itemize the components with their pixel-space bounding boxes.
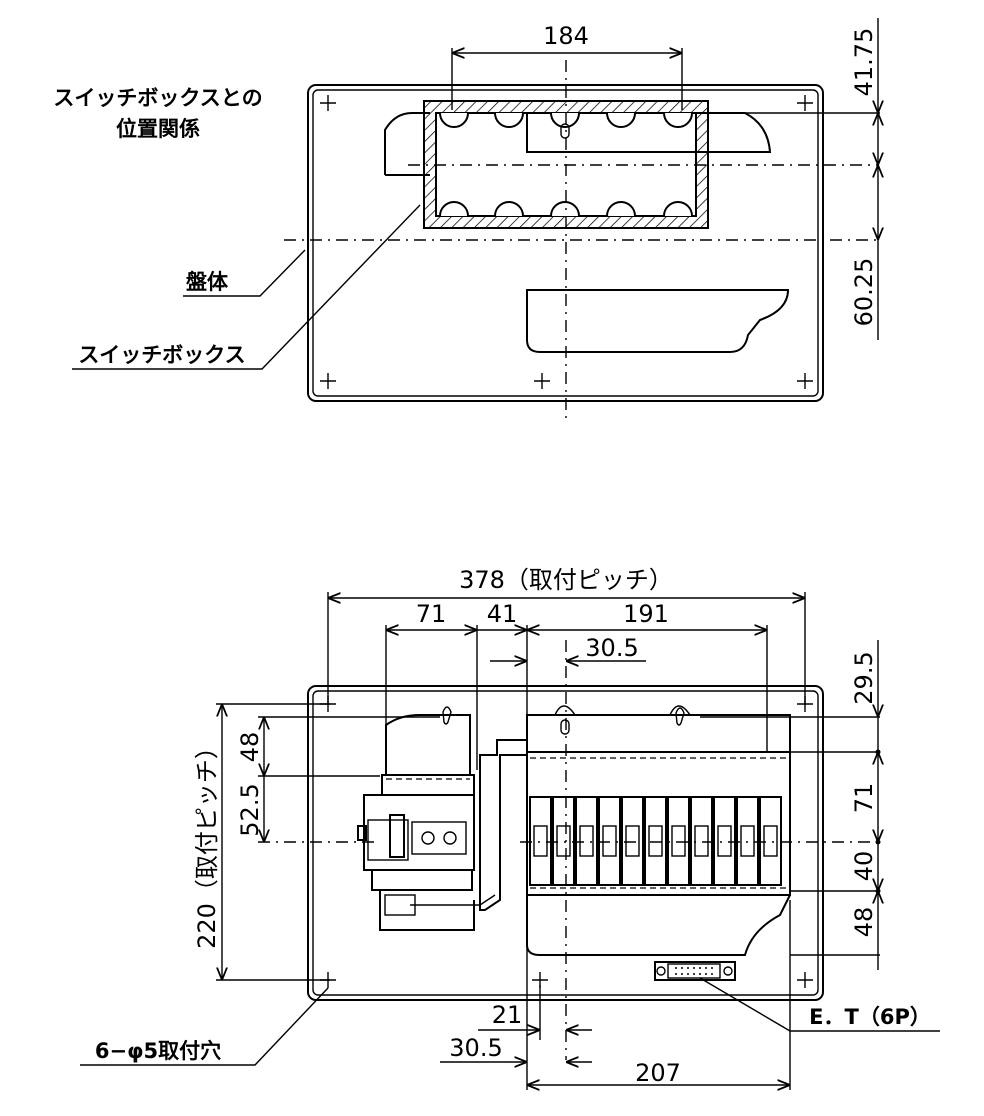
dim-378: 378（取付ピッチ） bbox=[459, 566, 673, 594]
title-line-1: スイッチボックスとの bbox=[53, 86, 262, 110]
terminal-block bbox=[654, 961, 736, 981]
dim-29-5: 29.5 bbox=[850, 651, 878, 704]
main-breaker bbox=[357, 739, 528, 931]
dim-52-5: 52.5 bbox=[236, 783, 264, 836]
dim-30-5-bottom: 30.5 bbox=[449, 1034, 502, 1062]
dim-220: 220（取付ピッチ） bbox=[193, 735, 221, 949]
lower-cover bbox=[526, 894, 791, 956]
dim-71-right: 71 bbox=[850, 783, 878, 814]
dim-41: 41 bbox=[487, 600, 518, 628]
mounting-hole-icon bbox=[320, 95, 813, 389]
dim-30-5-top: 30.5 bbox=[585, 634, 638, 662]
dim-191: 191 bbox=[623, 600, 669, 628]
dim-207: 207 bbox=[635, 1059, 681, 1087]
top-view: 184 41.75 60.25 スイッチボックスとの 位置関係 盤体 スイッチボ… bbox=[53, 18, 880, 420]
label-switchbox: スイッチボックス bbox=[78, 343, 245, 367]
bottom-view: 378（取付ピッチ） 71 41 191 30.5 220（取付ピッチ） 48 … bbox=[80, 566, 940, 1090]
dim-21: 21 bbox=[492, 1001, 523, 1029]
title-line-2: 位置関係 bbox=[116, 117, 200, 141]
dim-41-75: 41.75 bbox=[850, 28, 878, 97]
dim-48-left: 48 bbox=[236, 732, 264, 763]
knockout-holes bbox=[439, 112, 693, 217]
label-panel: 盤体 bbox=[186, 270, 229, 294]
keyhole-icon bbox=[560, 123, 570, 139]
keyhole-icon bbox=[560, 719, 570, 735]
branch-breakers bbox=[529, 796, 782, 886]
lower-cutout bbox=[526, 289, 790, 353]
dim-184: 184 bbox=[543, 22, 589, 50]
left-cutout-bottom bbox=[385, 714, 471, 775]
dim-71-top: 71 bbox=[416, 600, 447, 628]
left-cutout bbox=[384, 112, 430, 175]
label-mounting-holes: 6−φ5取付穴 bbox=[95, 1039, 221, 1063]
label-et-6p: E．T（6P） bbox=[809, 1005, 931, 1029]
dim-60-25: 60.25 bbox=[850, 258, 878, 327]
dim-40: 40 bbox=[850, 851, 878, 882]
dim-48-right: 48 bbox=[850, 907, 878, 938]
